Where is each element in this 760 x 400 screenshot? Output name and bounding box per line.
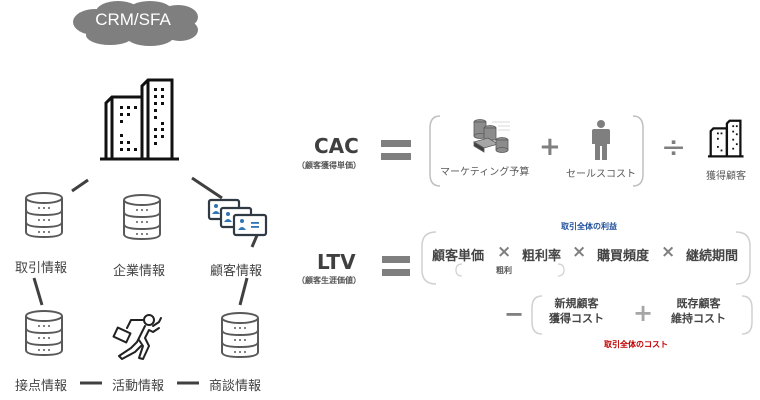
times-icon: × <box>661 242 676 262</box>
node-label-company: 企業情報 <box>113 264 166 279</box>
sales-cost-label: セールスコスト <box>566 169 636 180</box>
marketing-budget-label: マーケティング予算 <box>440 167 530 178</box>
cac-subtitle: （顧客獲得単価） <box>297 161 361 170</box>
connector-line <box>71 178 89 193</box>
connector-line <box>238 277 249 306</box>
total-profit-note: 取引全体の利益 <box>561 222 617 231</box>
gross-profit-note: 粗利 <box>496 266 512 275</box>
ltv-subtitle: （顧客生涯価値） <box>297 276 361 285</box>
business-cards-icon <box>207 198 268 237</box>
ltv-term-retention-period: 継続期間 <box>686 249 739 264</box>
money-coins-icon <box>473 119 510 153</box>
ltv-brackets <box>421 231 753 335</box>
total-cost-note: 取引全体のコスト <box>604 340 668 349</box>
node-label-customer: 顧客情報 <box>210 264 263 279</box>
minus-icon: − <box>504 300 525 328</box>
divide-icon: ÷ <box>661 130 687 165</box>
equals-icon <box>381 140 411 160</box>
new-customer-acquisition-cost: 新規顧客 獲得コスト <box>549 296 604 326</box>
acquired-customer-building-icon <box>708 119 744 158</box>
node-label-contact: 接点情報 <box>15 379 68 394</box>
ltv-term-unit-price: 顧客単価 <box>432 249 485 264</box>
cost-term-line: 新規顧客 <box>554 297 599 310</box>
cac-title: CAC <box>314 134 359 158</box>
node-label-activity: 活動情報 <box>112 379 165 394</box>
cac-bracket <box>429 115 644 187</box>
ltv-term-purchase-frequency: 購買頻度 <box>597 249 650 264</box>
crm-sfa-label: CRM/SFA <box>95 10 171 29</box>
ltv-term-gross-margin: 粗利率 <box>522 249 562 264</box>
existing-customer-retention-cost: 既存顧客 維持コスト <box>671 296 726 326</box>
ltv-title: LTV <box>317 250 356 274</box>
node-label-transaction: 取引情報 <box>15 261 68 276</box>
person-icon <box>592 120 610 160</box>
connector-line <box>191 176 223 200</box>
cost-term-line: 獲得コスト <box>549 312 604 325</box>
plus-icon: + <box>633 299 654 327</box>
times-icon: × <box>497 242 512 262</box>
running-businessman-icon <box>112 314 162 360</box>
times-icon: × <box>572 242 587 262</box>
office-building-icon <box>100 78 179 161</box>
node-label-negotiation: 商談情報 <box>209 379 262 394</box>
plus-icon: + <box>539 132 561 162</box>
equals-icon <box>382 256 410 276</box>
connector-line <box>32 277 44 306</box>
acquired-customers-label: 獲得顧客 <box>706 171 746 182</box>
cost-term-line: 維持コスト <box>671 312 726 325</box>
database-icon <box>25 310 63 357</box>
database-icon <box>221 312 259 359</box>
cost-term-line: 既存顧客 <box>676 297 721 310</box>
database-icon <box>123 194 161 241</box>
database-icon <box>25 192 63 239</box>
